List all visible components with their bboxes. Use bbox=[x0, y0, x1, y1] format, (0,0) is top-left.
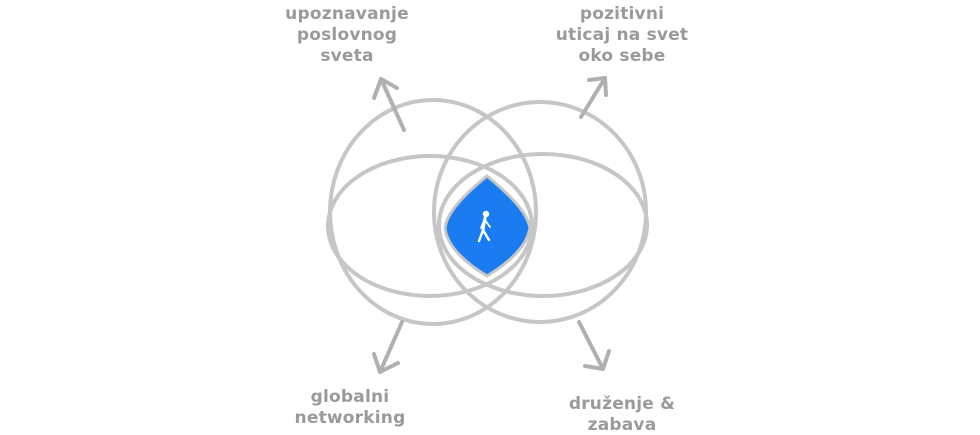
arrow-top-right bbox=[579, 76, 608, 119]
arrow-bottom-right bbox=[577, 320, 611, 371]
ellipse-left bbox=[326, 154, 534, 298]
label-bottom-right: druženje & zabava bbox=[568, 394, 676, 435]
label-bottom-left: globalni networking bbox=[294, 387, 406, 428]
label-top-left: upoznavanje poslovnog sveta bbox=[285, 4, 409, 66]
ellipse-right bbox=[437, 152, 649, 298]
center-intersection bbox=[443, 174, 532, 278]
arrow-bottom-left bbox=[372, 320, 404, 374]
arrow-top-left bbox=[372, 77, 406, 132]
walking-person-icon bbox=[477, 210, 491, 243]
label-top-right: pozitivni uticaj na svet oko sebe bbox=[555, 4, 689, 66]
